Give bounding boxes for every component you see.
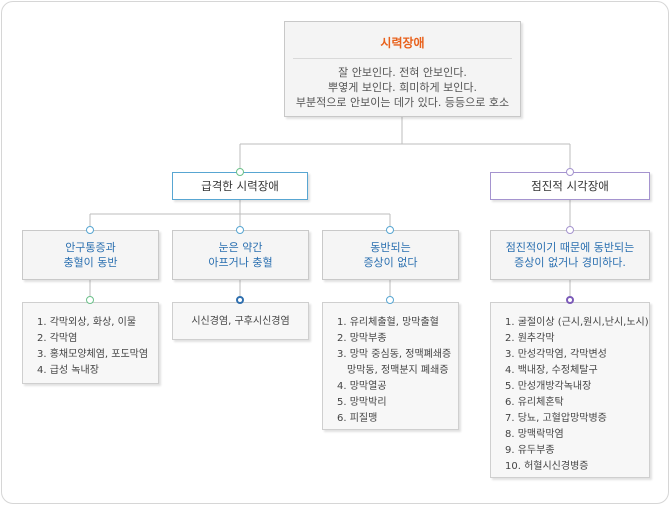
list-item: 9. 유두부종	[505, 445, 555, 456]
sub-no-symptoms-label: 동반되는 증상이 없다	[363, 241, 418, 269]
connector-dot	[566, 296, 574, 304]
list-item: 5. 만성개방각녹내장	[505, 381, 592, 392]
category-gradual-vision-loss: 점진적 시각장애	[490, 172, 650, 200]
top-line-1: 잘 안보인다. 전혀 안보인다.	[338, 66, 467, 79]
list-item: 2. 각막염	[37, 333, 78, 344]
list-item: 4. 급성 녹내장	[37, 365, 99, 376]
list-item: 3. 홍채모양체염, 포도막염	[37, 349, 149, 360]
connector-dot	[236, 226, 244, 234]
list-no-symptoms: 1. 유리체출혈, 망막출혈 2. 망막부종 3. 망막 중심동, 정맥폐쇄증 …	[322, 302, 459, 430]
sub-pain-redness: 안구통증과 충혈이 동반	[22, 230, 159, 280]
category-sudden-vision-loss: 급격한 시력장애	[172, 172, 308, 200]
top-line-2: 뿌옇게 보인다. 희미하게 보인다.	[327, 81, 478, 94]
sub-gradual-mild: 점진적이기 때문에 동반되는 증상이 없거나 경미하다.	[490, 230, 650, 280]
list-mild-pain: 시신경염, 구후시신경염	[172, 302, 309, 340]
top-description: 잘 안보인다. 전혀 안보인다. 뿌옇게 보인다. 희미하게 보인다. 부분적으…	[285, 65, 520, 110]
connector-dot	[236, 168, 244, 176]
list-item: 6. 유리체혼탁	[505, 397, 564, 408]
list-item: 5. 망막박리	[337, 397, 387, 408]
sub-mild-pain: 눈은 약간 아프거나 충혈	[172, 230, 309, 280]
top-summary-box: 시력장애 잘 안보인다. 전혀 안보인다. 뿌옇게 보인다. 희미하게 보인다.…	[284, 21, 521, 117]
connector-dot	[86, 296, 94, 304]
list-item: 8. 망맥락막염	[505, 429, 564, 440]
top-divider	[293, 58, 512, 59]
list-item: 1. 유리체출혈, 망막출혈	[337, 317, 439, 328]
connector-dot	[566, 168, 574, 176]
list-pain-redness: 1. 각막외상, 화상, 이물 2. 각막염 3. 홍채모양체염, 포도막염 4…	[22, 302, 159, 384]
list-item: 3. 망막 중심동, 정맥폐쇄증	[337, 349, 452, 360]
list-item: 2. 망막부종	[337, 333, 387, 344]
list-item: 1. 굴절이상 (근시,원시,난시,노시)	[505, 317, 649, 328]
connector-dot	[566, 226, 574, 234]
list-item: 6. 피질맹	[337, 413, 378, 424]
connector-dot	[236, 296, 244, 304]
list-item: 4. 망막열공	[337, 381, 387, 392]
list-item: 시신경염, 구후시신경염	[191, 316, 290, 327]
list-item: 2. 원추각막	[505, 333, 555, 344]
list-item: 3. 만성각막염, 각막변성	[505, 349, 607, 360]
connector-dot	[386, 226, 394, 234]
list-item: 4. 백내장, 수정체탈구	[505, 365, 598, 376]
connector-dot	[86, 226, 94, 234]
list-item: 10. 허혈시신경병증	[505, 461, 589, 472]
top-title: 시력장애	[380, 36, 425, 50]
sub-gradual-mild-label: 점진적이기 때문에 동반되는 증상이 없거나 경미하다.	[505, 241, 635, 269]
sub-no-symptoms: 동반되는 증상이 없다	[322, 230, 459, 280]
list-gradual: 1. 굴절이상 (근시,원시,난시,노시) 2. 원추각막 3. 만성각막염, …	[490, 302, 650, 478]
sub-mild-pain-label: 눈은 약간 아프거나 충혈	[208, 241, 273, 269]
list-item: 7. 당뇨, 고혈압망막병증	[505, 413, 607, 424]
top-line-3: 부분적으로 안보이는 데가 있다. 등등으로 호소	[295, 96, 510, 109]
list-item: 1. 각막외상, 화상, 이물	[37, 317, 137, 328]
connector-dot	[386, 296, 394, 304]
list-item: 망막동, 정맥분지 폐쇄증	[347, 365, 449, 376]
sub-pain-redness-label: 안구통증과 충혈이 동반	[63, 241, 118, 269]
